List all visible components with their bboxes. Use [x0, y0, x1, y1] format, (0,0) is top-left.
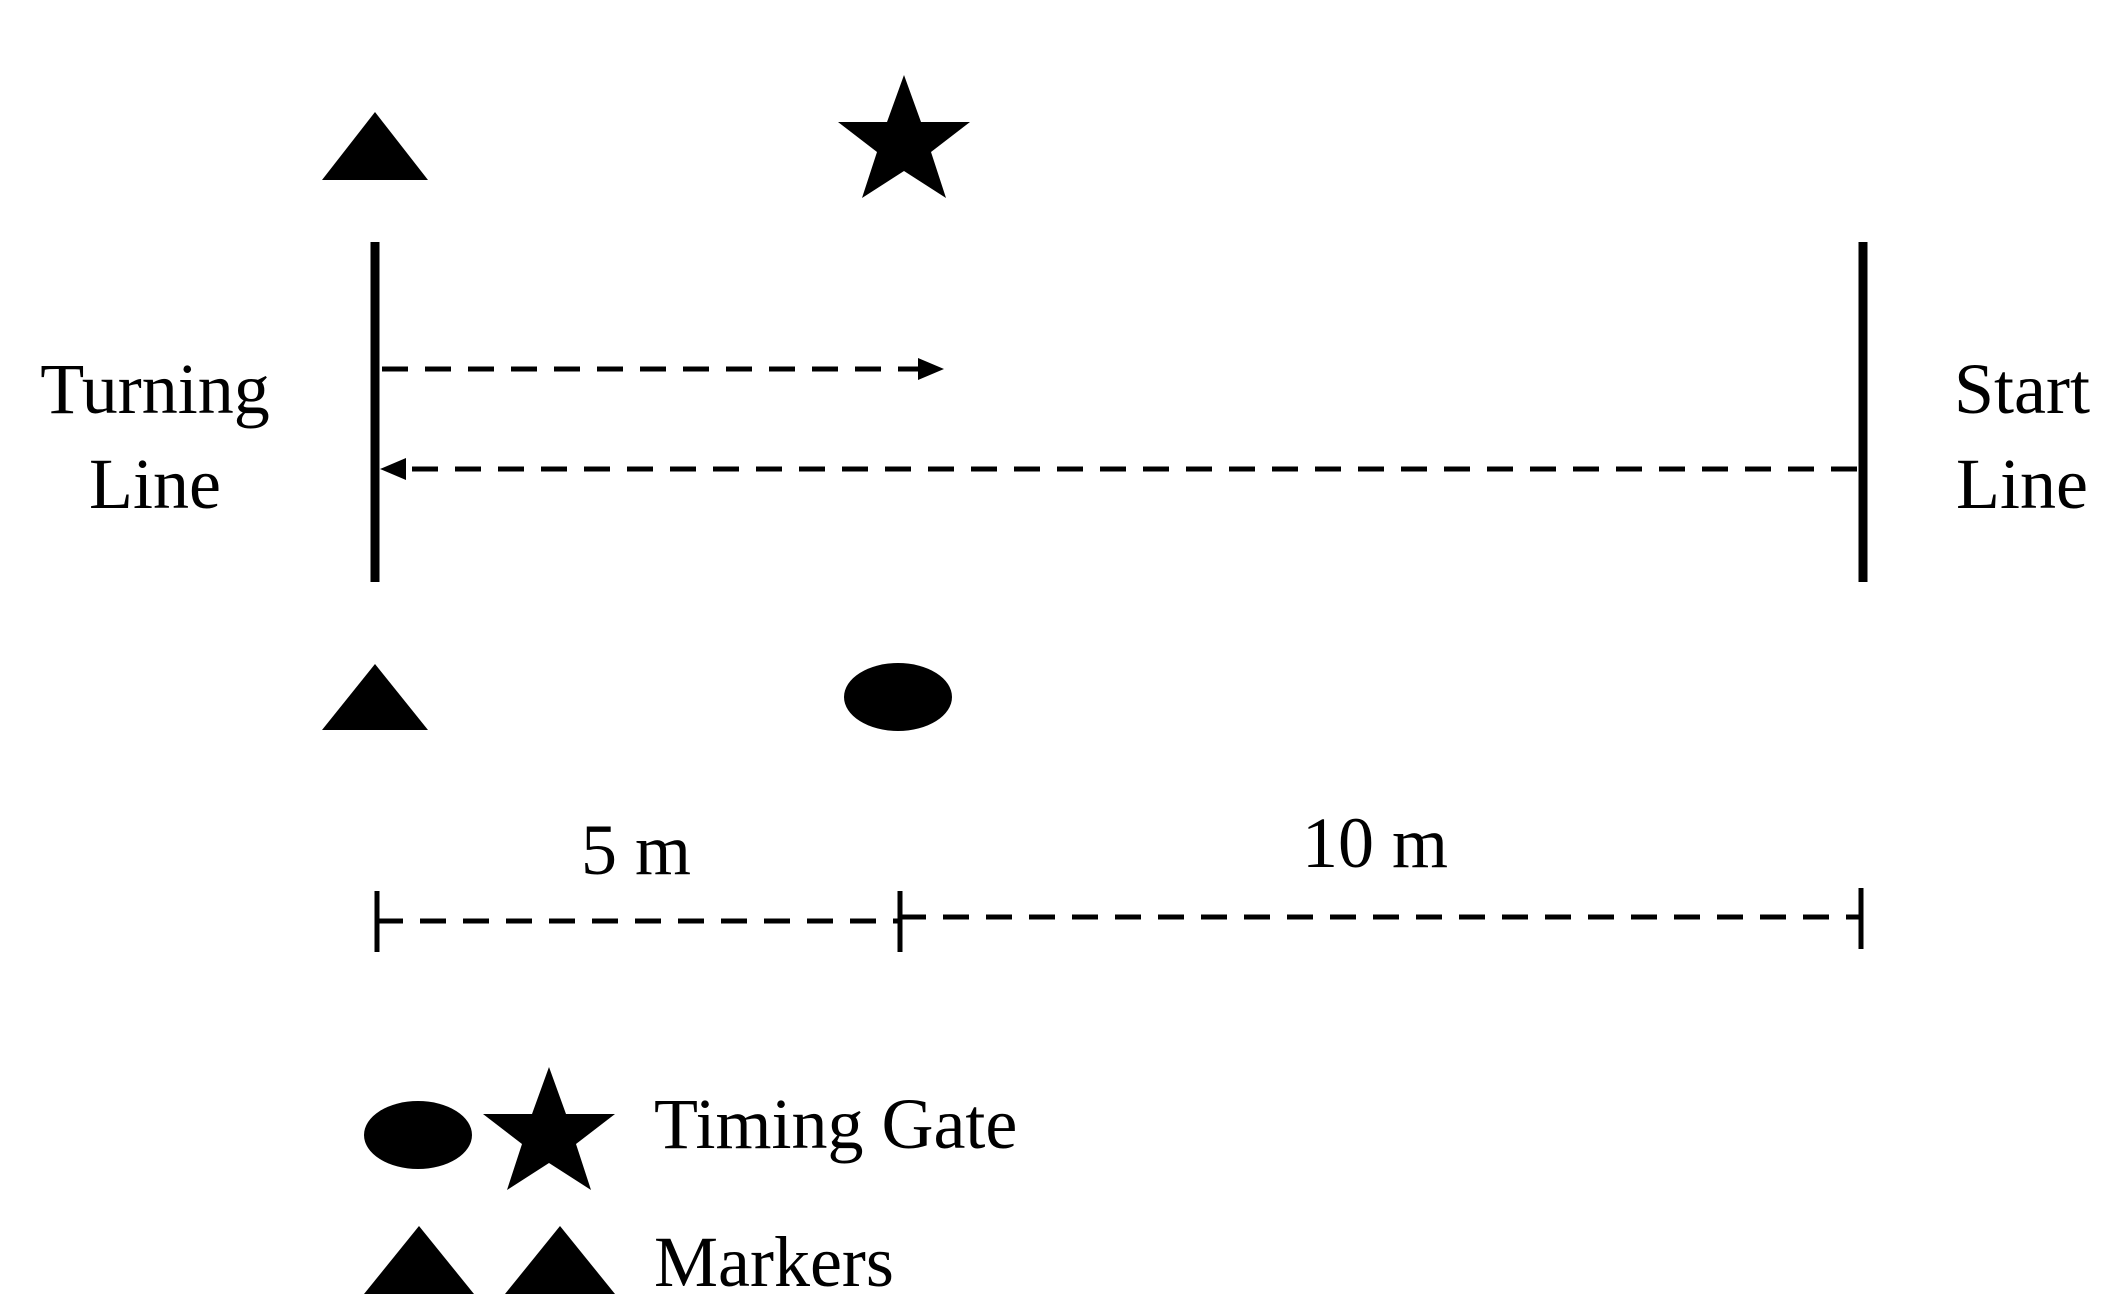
timing-gate-star-top: [838, 75, 970, 198]
legend-triangle-icon-2: [505, 1226, 615, 1294]
marker-triangle-top: [322, 112, 428, 180]
legend-triangle-icon-1: [364, 1226, 474, 1294]
legend-markers-label: Markers: [654, 1222, 894, 1297]
distance-label-5m: 5 m: [581, 810, 691, 890]
turning-line-label-2: Line: [89, 444, 221, 524]
arrow-start-to-turning: [380, 458, 1857, 480]
arrow-turning-to-gate: [382, 358, 944, 380]
start-line-label-2: Line: [1956, 444, 2088, 524]
distance-label-10m: 10 m: [1302, 803, 1448, 883]
timing-gate-ellipse-bottom: [844, 663, 952, 731]
marker-triangle-bottom: [322, 664, 428, 730]
legend-timing-gate-label: Timing Gate: [654, 1084, 1017, 1164]
distance-scale: [374, 888, 1864, 952]
legend-star-icon: [483, 1067, 615, 1190]
start-line-label-1: Start: [1954, 349, 2090, 429]
legend-ellipse-icon: [364, 1101, 472, 1169]
turning-line-label-1: Turning: [40, 349, 269, 429]
legend: Timing Gate Markers: [364, 1067, 1017, 1297]
